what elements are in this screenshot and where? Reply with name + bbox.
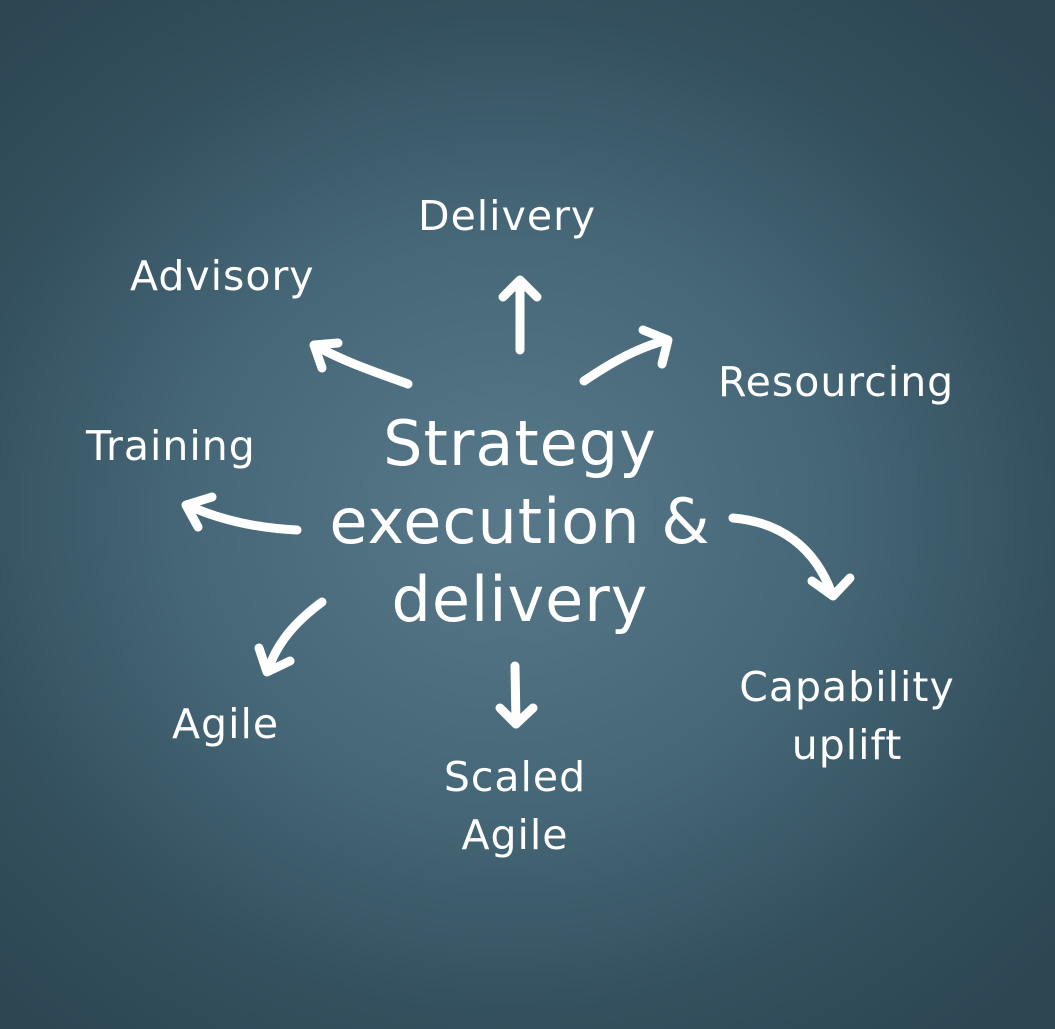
node-capability-uplift-line-2: uplift: [791, 721, 903, 769]
arrow-to-delivery: [498, 275, 542, 355]
node-capability-uplift-line-1: Capability: [739, 663, 955, 711]
node-resourcing: Resourcing: [718, 358, 955, 406]
node-delivery: Delivery: [418, 192, 597, 240]
node-scaled-agile-line-1: Scaled: [443, 753, 587, 801]
arrow-to-capability-uplift: [728, 513, 855, 601]
node-training: Training: [86, 422, 256, 470]
arrow-to-scaled-agile: [495, 661, 538, 729]
arrow-to-agile: [254, 597, 327, 677]
central-topic-line-3: delivery: [391, 563, 649, 636]
arrow-to-advisory: [309, 338, 413, 389]
arrow-to-training: [181, 492, 302, 535]
node-agile: Agile: [172, 700, 280, 748]
central-topic: Strategy execution & delivery: [300, 405, 740, 639]
node-scaled-agile: Scaled Agile: [410, 748, 620, 864]
node-capability-uplift: Capability uplift: [712, 658, 982, 774]
central-topic-line-2: execution &: [329, 485, 711, 558]
node-advisory: Advisory: [130, 252, 315, 300]
arrow-to-resourcing: [579, 325, 673, 386]
central-topic-line-1: Strategy: [383, 407, 657, 480]
node-scaled-agile-line-2: Agile: [461, 811, 569, 859]
